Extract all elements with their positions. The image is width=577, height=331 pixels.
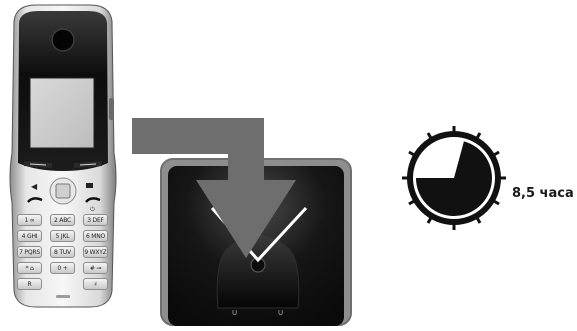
charging-duration-label: 8,5 часа (512, 186, 574, 201)
charging-timer-icon (398, 122, 510, 234)
keypad-key: 1 ∞ (17, 214, 42, 226)
keypad-key: 8 TUV (50, 246, 75, 258)
hash-key: ♯ (83, 278, 108, 290)
keypad-key: 7 PQRS (17, 246, 42, 258)
keypad-key: 9 WXYZ (83, 246, 108, 258)
keypad-key: 0 + (50, 262, 75, 274)
svg-text:⏻: ⏻ (90, 206, 95, 213)
keypad-key: * ⌂ (17, 262, 42, 274)
keypad-key: 5 JKL (50, 230, 75, 242)
handset-illustration: ◀ ⏻ 1 ∞ 2 ABC 3 DEF 4 GHI 5 JKL 6 MNO 7 PQRS 8 … (6, 3, 119, 309)
svg-text:◀: ◀ (31, 182, 38, 191)
keypad-key: 6 MNO (83, 230, 108, 242)
insert-arrow-icon (132, 118, 302, 258)
recall-key: R (17, 278, 42, 290)
keypad-key: # ⊸ (83, 262, 108, 274)
keypad-key: 3 DEF (83, 214, 108, 226)
svg-text:U: U (232, 309, 237, 317)
keypad-key: 2 ABC (50, 214, 75, 226)
keypad-key: 4 GHI (17, 230, 42, 242)
svg-text:U: U (278, 309, 283, 317)
